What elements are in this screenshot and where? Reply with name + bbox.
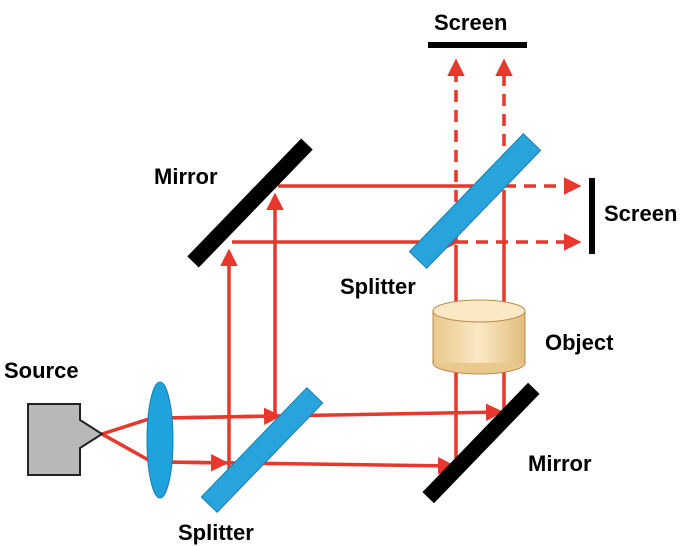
object-label: Object — [545, 330, 614, 355]
lens — [146, 381, 174, 499]
mirror-top — [187, 138, 313, 268]
screen-top-label: Screen — [434, 10, 507, 35]
beam-source-lens-upper — [101, 416, 153, 436]
beam-upper-mid-arrow — [164, 407, 282, 425]
mirror-bottom — [422, 382, 540, 504]
splitter-top — [408, 132, 542, 270]
mirror-top-label: Mirror — [154, 164, 218, 189]
splitter-bottom-label: Splitter — [178, 520, 254, 545]
screen-right-label: Screen — [604, 201, 677, 226]
splitter-bottom — [200, 386, 324, 514]
object-cylinder — [432, 299, 526, 375]
mirror-bottom-label: Mirror — [528, 451, 592, 476]
source-label: Source — [4, 358, 79, 383]
source-box — [27, 403, 104, 476]
beam-source-lens-lower — [101, 432, 153, 464]
beam-lower-mid-arrow — [164, 454, 229, 472]
splitter-top-label: Splitter — [340, 274, 416, 299]
